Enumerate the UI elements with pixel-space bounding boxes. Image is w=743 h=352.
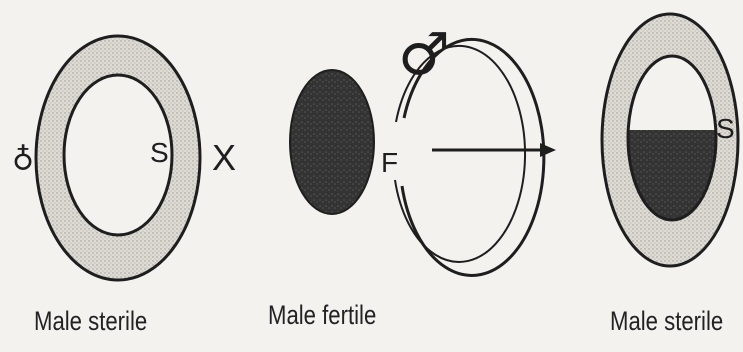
right-cell-letter: S xyxy=(716,113,735,144)
left-cell-caption: Male sterile xyxy=(34,306,147,337)
result-arrow xyxy=(432,143,556,157)
cross-symbol: X xyxy=(212,137,236,178)
left-cell xyxy=(36,36,200,280)
middle-cell-caption: Male fertile xyxy=(268,300,376,331)
right-cell-caption: Male sterile xyxy=(610,306,723,337)
female-symbol-icon: ♀ xyxy=(12,140,34,175)
left-cell-letter: S xyxy=(150,137,169,168)
middle-cell-letter: F xyxy=(381,147,398,178)
middle-cell-dark-nucleus xyxy=(290,70,374,214)
male-symbol-icon: ♂ xyxy=(398,20,450,88)
